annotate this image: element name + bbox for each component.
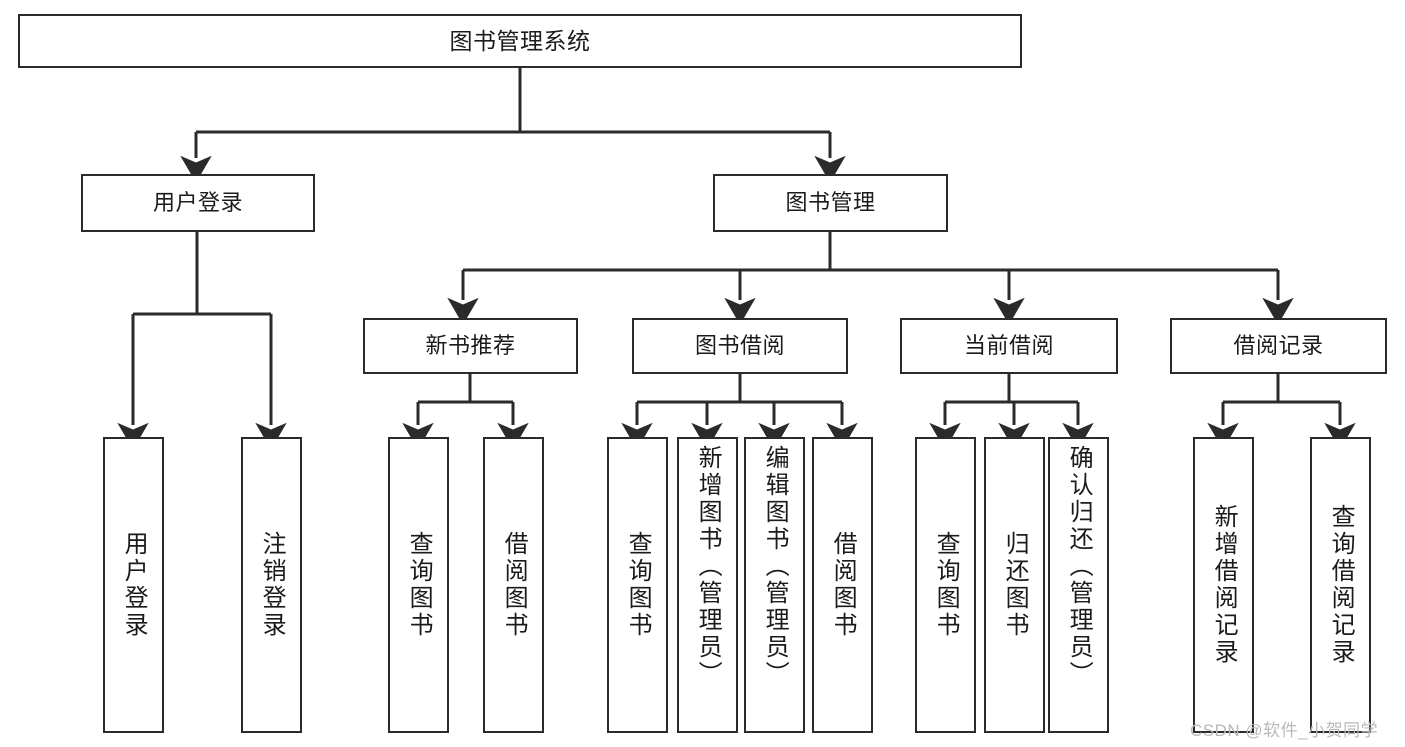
node-label: 借阅图书 bbox=[500, 531, 528, 639]
leaf-logout-login[interactable]: 注销登录 bbox=[241, 437, 302, 733]
node-book-borrow[interactable]: 图书借阅 bbox=[632, 318, 848, 374]
leaf-user-login[interactable]: 用户登录 bbox=[103, 437, 164, 733]
leaf-borrow-book-recommend[interactable]: 借阅图书 bbox=[483, 437, 544, 733]
node-label: 注销登录 bbox=[258, 531, 286, 639]
leaf-edit-book-admin[interactable]: 编辑图书（管理员） bbox=[744, 437, 805, 733]
leaf-add-borrow-record[interactable]: 新增借阅记录 bbox=[1193, 437, 1254, 733]
node-label: 图书管理系统 bbox=[449, 27, 591, 54]
node-label: 查询图书 bbox=[405, 531, 433, 639]
node-label: 借阅记录 bbox=[1233, 332, 1324, 358]
leaf-confirm-return-admin[interactable]: 确认归还（管理员） bbox=[1048, 437, 1109, 733]
leaf-query-book-current[interactable]: 查询图书 bbox=[915, 437, 976, 733]
leaf-return-book[interactable]: 归还图书 bbox=[984, 437, 1045, 733]
node-label: 用户登录 bbox=[152, 189, 243, 215]
leaf-query-book-borrow[interactable]: 查询图书 bbox=[607, 437, 668, 733]
node-label: 编辑图书（管理员） bbox=[761, 445, 789, 688]
node-borrow-record[interactable]: 借阅记录 bbox=[1170, 318, 1387, 374]
node-label: 借阅图书 bbox=[829, 531, 857, 639]
node-root-system[interactable]: 图书管理系统 bbox=[18, 14, 1022, 68]
node-label: 查询图书 bbox=[624, 531, 652, 639]
node-label: 新增图书（管理员） bbox=[694, 445, 722, 688]
node-label: 图书管理 bbox=[785, 189, 876, 215]
node-label: 归还图书 bbox=[1001, 531, 1029, 639]
leaf-query-borrow-record[interactable]: 查询借阅记录 bbox=[1310, 437, 1371, 733]
csdn-watermark: CSDN @软件_小贺同学 bbox=[1190, 721, 1379, 740]
node-book-management[interactable]: 图书管理 bbox=[713, 174, 948, 232]
node-current-borrow[interactable]: 当前借阅 bbox=[900, 318, 1118, 374]
leaf-add-book-admin[interactable]: 新增图书（管理员） bbox=[677, 437, 738, 733]
node-user-login[interactable]: 用户登录 bbox=[81, 174, 315, 232]
node-label: 图书借阅 bbox=[694, 332, 785, 358]
node-label: 用户登录 bbox=[120, 531, 148, 639]
node-label: 确认归还（管理员） bbox=[1065, 445, 1093, 688]
node-new-book-recommend[interactable]: 新书推荐 bbox=[363, 318, 578, 374]
node-label: 新增借阅记录 bbox=[1210, 504, 1238, 666]
node-label: 查询图书 bbox=[932, 531, 960, 639]
leaf-borrow-book[interactable]: 借阅图书 bbox=[812, 437, 873, 733]
node-label: 查询借阅记录 bbox=[1327, 504, 1355, 666]
node-label: 当前借阅 bbox=[963, 332, 1054, 358]
node-label: 新书推荐 bbox=[425, 332, 516, 358]
leaf-query-book-recommend[interactable]: 查询图书 bbox=[388, 437, 449, 733]
